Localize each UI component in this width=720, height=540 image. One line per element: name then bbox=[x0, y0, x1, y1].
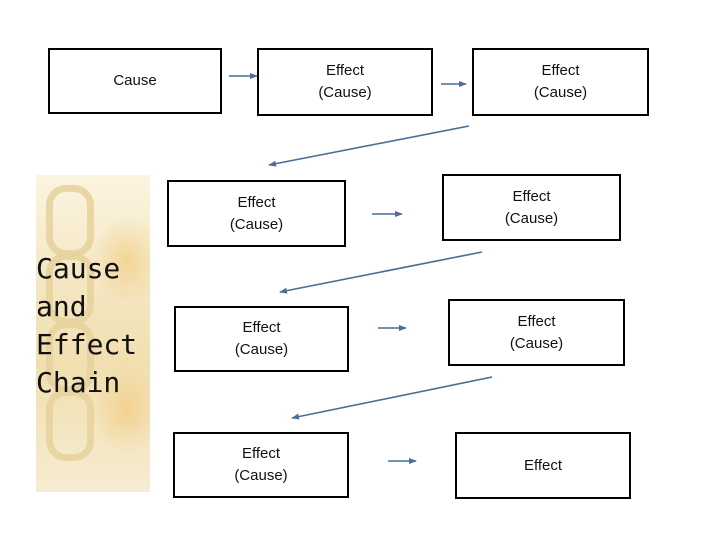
arrow-wrap-3 bbox=[291, 376, 493, 420]
effect-box-2: Effect (Cause) bbox=[472, 48, 649, 116]
cause-box: Cause bbox=[48, 48, 222, 114]
chain-link-decoration bbox=[46, 389, 94, 461]
effect-box-7: Effect (Cause) bbox=[173, 432, 349, 498]
effect-box-1: Effect (Cause) bbox=[257, 48, 433, 116]
effect-box-6: Effect (Cause) bbox=[448, 299, 625, 366]
final-effect-box: Effect bbox=[455, 432, 631, 499]
fire-glow-decoration bbox=[92, 365, 150, 455]
effect-box-5: Effect (Cause) bbox=[174, 306, 349, 372]
effect-box-4: Effect (Cause) bbox=[442, 174, 621, 241]
arrow-wrap-2 bbox=[279, 251, 483, 294]
chain-image-panel bbox=[36, 175, 150, 492]
arrow-wrap-1 bbox=[268, 125, 470, 167]
diagram-title: Cause and Effect Chain bbox=[36, 252, 138, 399]
effect-box-3: Effect (Cause) bbox=[167, 180, 346, 247]
fire-glow-decoration bbox=[92, 215, 150, 305]
